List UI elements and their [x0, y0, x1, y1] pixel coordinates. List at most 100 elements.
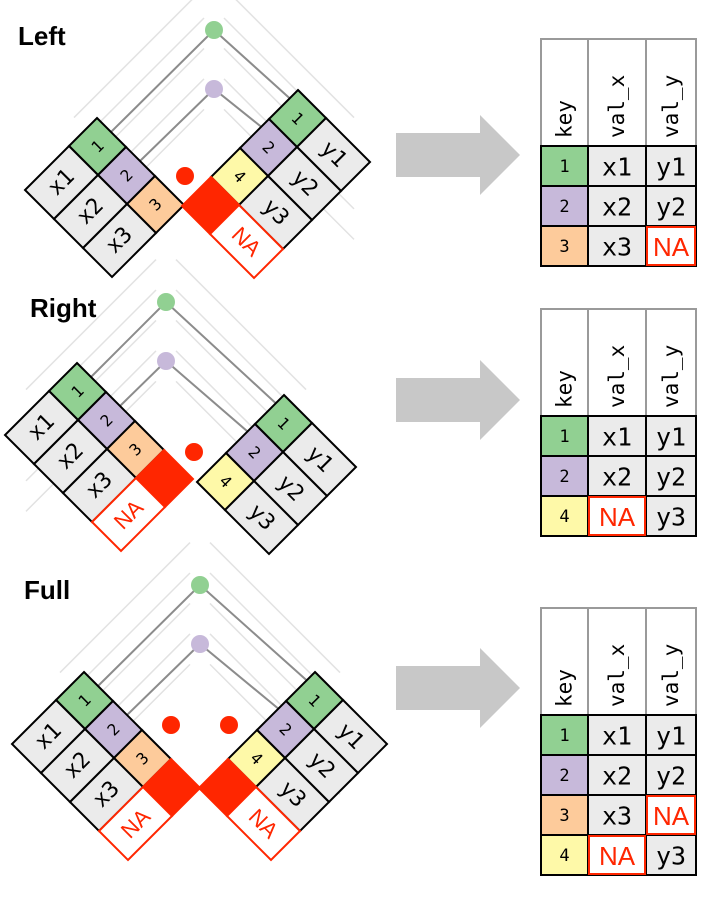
result-missing-border	[588, 835, 646, 875]
result-value-cell	[587, 754, 647, 796]
match-dot-key2	[191, 635, 209, 653]
connector-key1	[110, 28, 297, 133]
result-value-cell	[645, 754, 697, 796]
result-key-label: 4	[559, 507, 569, 527]
panel-title-full: Full	[24, 575, 70, 605]
arrow-icon	[396, 360, 520, 440]
match-dot-missing	[162, 716, 180, 734]
result-value-label: y2	[656, 463, 686, 492]
result-value-label: x3	[602, 802, 632, 831]
result-key-label: 3	[559, 806, 569, 826]
result-value-cell	[587, 455, 647, 497]
result-key-cell	[540, 185, 589, 227]
arrow-icon	[396, 648, 520, 728]
connector-key1	[97, 583, 314, 687]
result-key-label: 1	[559, 427, 569, 447]
result-key-cell	[540, 834, 589, 876]
result-value-label: x1	[602, 153, 632, 182]
result-key-cell	[540, 754, 589, 796]
result-header	[540, 38, 697, 147]
result-column-header: key	[553, 370, 577, 408]
result-column-header: val_x	[605, 345, 629, 408]
result-key-label: 4	[559, 846, 569, 866]
result-key-label: 1	[559, 157, 569, 177]
value-cell	[223, 479, 300, 556]
result-value-cell	[587, 714, 647, 756]
result-value-label: y2	[656, 762, 686, 791]
result-column-header: val_x	[605, 75, 629, 138]
missing-value-cell	[90, 476, 167, 553]
result-key-cell	[540, 415, 589, 457]
result-value-label: y1	[656, 423, 686, 452]
result-column-header: val_y	[659, 75, 683, 138]
result-missing-label: NA	[599, 841, 636, 871]
result-value-label: y3	[656, 842, 686, 871]
result-column-header: key	[553, 100, 577, 138]
result-key-label: 2	[559, 766, 569, 786]
result-value-label: y3	[656, 503, 686, 532]
result-key-label: 2	[559, 467, 569, 487]
result-value-label: x2	[602, 463, 632, 492]
missing-value-cell	[97, 785, 174, 862]
result-key-label: 1	[559, 726, 569, 746]
result-key-cell	[540, 714, 589, 756]
match-dot-missing	[185, 443, 203, 461]
result-value-label: x2	[602, 762, 632, 791]
result-value-cell	[645, 495, 697, 537]
grid-line	[175, 259, 307, 391]
result-value-label: y2	[656, 193, 686, 222]
result-missing-border	[588, 496, 646, 536]
result-missing-label: NA	[653, 232, 690, 262]
panel-title-right: Right	[30, 293, 97, 323]
grid-line	[59, 542, 191, 674]
result-table: key val_x val_y 1 2 3 x1 y1 x2 y2 x3 NA	[540, 38, 697, 267]
result-missing-label: NA	[653, 801, 690, 831]
result-value-label: x1	[602, 423, 632, 452]
grid-line	[235, 0, 355, 119]
match-dot-key1	[205, 21, 223, 39]
result-header	[540, 607, 697, 716]
result-value-label: x3	[602, 233, 632, 262]
result-column-header: val_y	[659, 644, 683, 707]
result-key-label: 2	[559, 197, 569, 217]
result-value-label: x2	[602, 193, 632, 222]
result-header	[540, 308, 697, 417]
result-key-cell	[540, 145, 589, 187]
result-key-label: 3	[559, 237, 569, 257]
missing-value-cell	[225, 785, 302, 862]
grid-line	[73, 0, 193, 119]
grid-line	[209, 542, 341, 674]
match-dot-missing	[220, 716, 238, 734]
result-column-header: key	[553, 669, 577, 707]
result-value-cell	[645, 455, 697, 497]
result-column-header: val_x	[605, 644, 629, 707]
result-value-cell	[645, 834, 697, 876]
match-dot-key1	[191, 576, 209, 594]
result-missing-border	[646, 795, 696, 835]
result-key-cell	[540, 225, 589, 267]
result-value-label: y1	[656, 153, 686, 182]
result-missing-label: NA	[599, 502, 636, 532]
grid-line	[25, 259, 157, 391]
result-value-cell	[587, 145, 647, 187]
connector-key1	[90, 300, 283, 410]
arrow-icon	[396, 115, 520, 195]
result-value-label: x1	[602, 722, 632, 751]
match-dot-key2	[205, 80, 223, 98]
result-value-label: y1	[656, 722, 686, 751]
panel-title-left: Left	[18, 21, 66, 51]
missing-value-cell	[208, 203, 285, 280]
result-missing-border	[646, 226, 696, 266]
match-dot-key2	[157, 352, 175, 370]
